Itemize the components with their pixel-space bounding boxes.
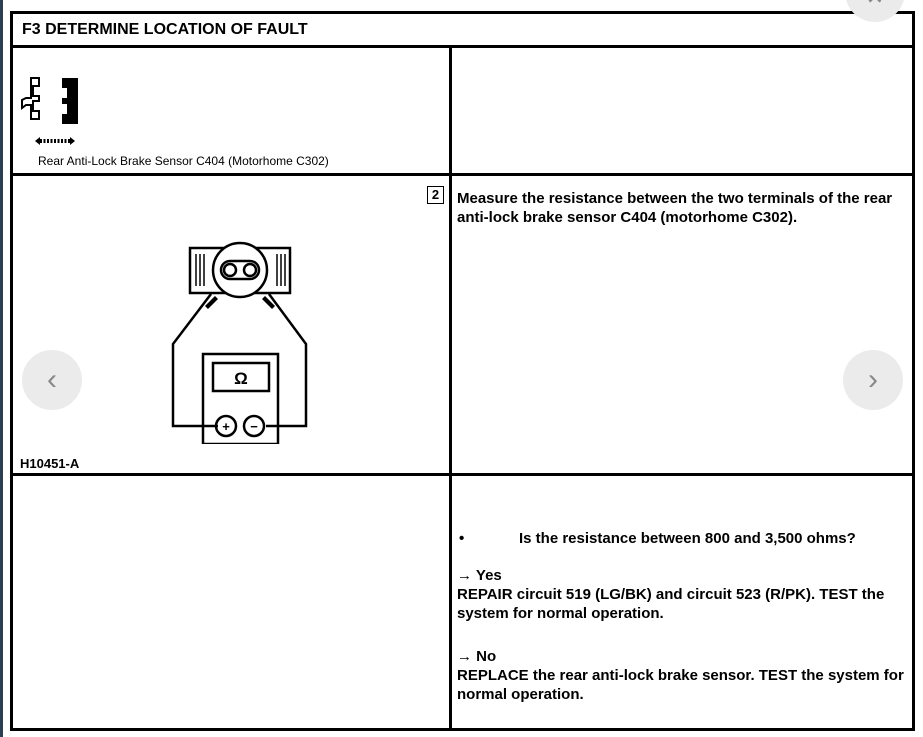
question: • Is the resistance between 800 and 3,500… bbox=[457, 529, 907, 548]
yes-action: REPAIR circuit 519 (LG/BK) and circuit 5… bbox=[457, 586, 885, 622]
ohmmeter-diagram: Ω + − bbox=[171, 241, 308, 444]
question-text: Is the resistance between 800 and 3,500 … bbox=[519, 530, 856, 547]
chevron-left-icon: ‹ bbox=[47, 363, 57, 396]
step-number: 2 bbox=[427, 186, 444, 204]
diagnostic-table: F3 DETERMINE LOCATION OF FAULT Rear Anti… bbox=[10, 11, 915, 731]
yes-branch: → Yes bbox=[457, 566, 907, 585]
no-label: No bbox=[476, 648, 497, 665]
chevron-up-icon: ⌃ bbox=[862, 0, 888, 24]
scroll-up-button[interactable]: ⌃ bbox=[845, 0, 905, 24]
arrow-right-icon: → bbox=[457, 648, 477, 665]
minus-terminal: − bbox=[250, 419, 258, 434]
previous-button[interactable]: ‹ bbox=[22, 350, 82, 410]
no-branch: → No bbox=[457, 647, 907, 666]
column-divider bbox=[449, 48, 452, 728]
left-edge bbox=[0, 0, 3, 737]
next-button[interactable]: › bbox=[843, 350, 903, 410]
connector-caption: Rear Anti-Lock Brake Sensor C404 (Motorh… bbox=[38, 154, 329, 168]
plus-terminal: + bbox=[222, 419, 230, 434]
figure-id: H10451-A bbox=[20, 456, 80, 471]
result-block: • Is the resistance between 800 and 3,500… bbox=[457, 529, 907, 704]
chevron-right-icon: › bbox=[868, 363, 878, 396]
no-action: REPLACE the rear anti-lock brake sensor.… bbox=[457, 667, 904, 703]
instruction-text: Measure the resistance between the two t… bbox=[457, 190, 893, 226]
page-title: F3 DETERMINE LOCATION OF FAULT bbox=[13, 14, 912, 48]
connector-icon bbox=[21, 77, 78, 145]
arrow-right-icon: → bbox=[457, 567, 476, 584]
yes-label: Yes bbox=[475, 567, 502, 584]
row-divider bbox=[13, 473, 912, 476]
row-divider bbox=[13, 173, 912, 176]
ohm-symbol: Ω bbox=[234, 369, 248, 388]
bullet: • bbox=[459, 530, 465, 547]
